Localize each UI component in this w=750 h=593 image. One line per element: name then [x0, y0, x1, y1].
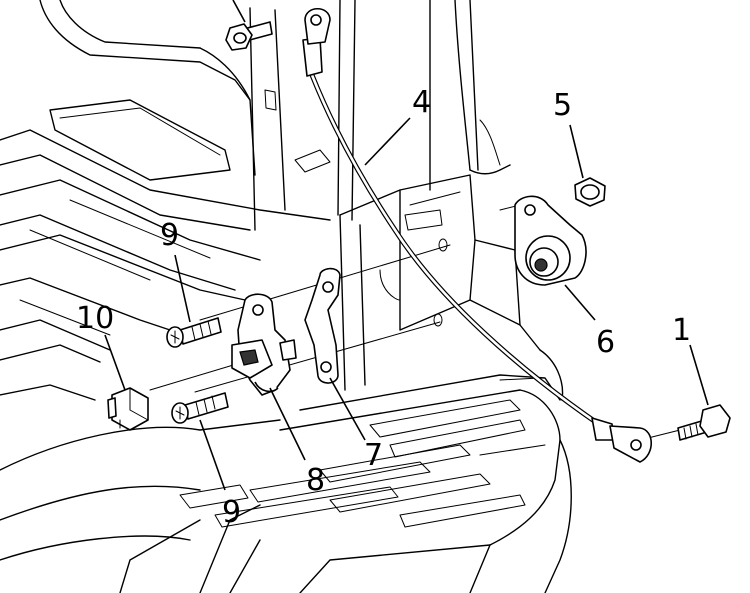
callout-10: 10	[76, 301, 114, 336]
callout-labels: 1 4 5 6 7 8 9 9 10	[76, 85, 691, 530]
callout-6: 6	[596, 325, 615, 360]
truck-bed-background	[0, 0, 572, 593]
plate-part-7	[304, 267, 341, 384]
bracket-part-6	[514, 195, 587, 286]
tailgate-cable	[302, 7, 653, 463]
mounting-hole-lower	[433, 313, 443, 327]
mounting-hole-upper	[438, 238, 448, 252]
alignment-lines	[149, 199, 681, 441]
connector-part-10	[107, 387, 149, 431]
callout-9-lower: 9	[222, 495, 241, 530]
bolt-top-left	[225, 21, 273, 51]
callout-8: 8	[306, 463, 325, 498]
bolt-part-9-lower	[171, 392, 229, 424]
callout-5: 5	[553, 88, 572, 123]
callout-7: 7	[364, 438, 383, 473]
leader-lines	[104, 0, 709, 491]
callout-9-upper: 9	[160, 218, 179, 253]
callout-4: 4	[412, 85, 431, 120]
bolt-part-9-upper	[166, 317, 222, 348]
latch-part-8	[231, 293, 297, 396]
nut-part-5	[574, 177, 606, 207]
callout-1: 1	[672, 313, 691, 348]
bolt-part-1	[677, 404, 731, 441]
